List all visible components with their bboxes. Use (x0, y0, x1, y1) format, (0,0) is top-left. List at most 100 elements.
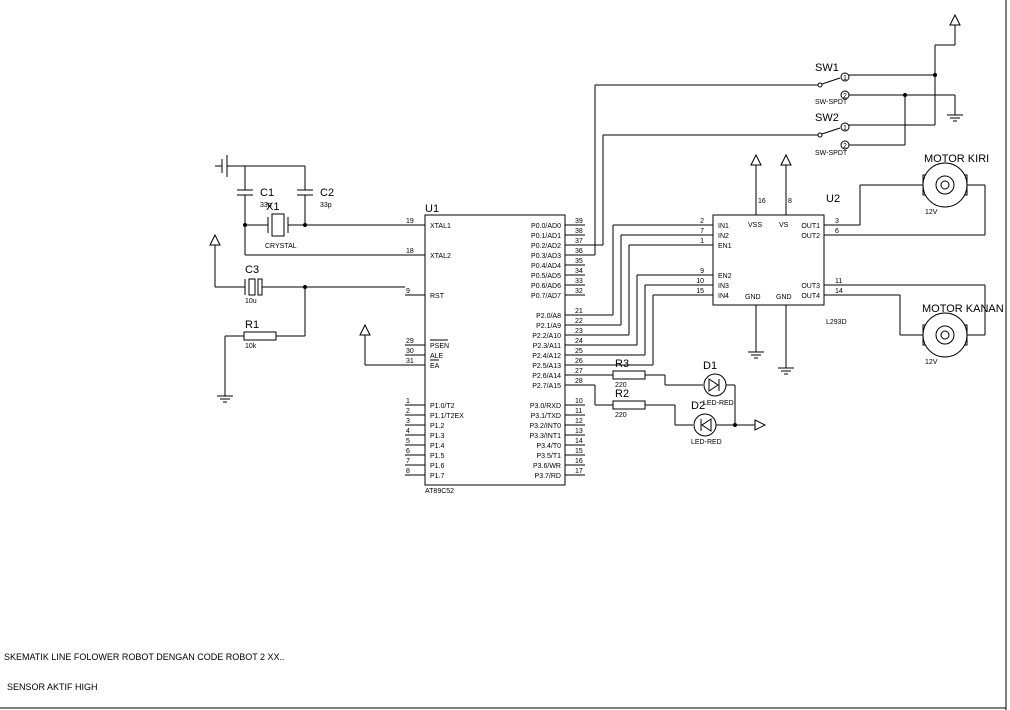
u2-pin-num: 2 (700, 218, 704, 225)
r3-ref: R3 (615, 358, 629, 370)
u1-pin-num: 27 (575, 368, 583, 375)
u1-pin-num: 7 (406, 458, 410, 465)
p2-to-driver-wires (585, 224, 693, 366)
u1-pin-name: RST (430, 293, 445, 300)
u1-pin-name: P1.7 (430, 473, 445, 480)
oscillator-circuit: C1 33p C2 33p X1 CRYSTAL (215, 155, 405, 256)
c1-ref: C1 (260, 187, 274, 199)
u1-pin-num: 33 (575, 278, 583, 285)
u1-left-pins: 19XTAL118XTAL29RST29PSEN30ALE31EA1P1.0/T… (405, 218, 464, 480)
u2-pin-name: IN3 (718, 283, 729, 290)
u1-pin-name: XTAL2 (430, 253, 451, 260)
d1-ref: D1 (703, 360, 717, 372)
sw1-value: SW-SPDT (815, 99, 848, 106)
u1-pin-num: 24 (575, 338, 583, 345)
u2-pin-name: OUT1 (801, 223, 820, 230)
u2-pin-num: 14 (835, 288, 843, 295)
u2-pin-num: 1 (700, 238, 704, 245)
u1-pin-name: P2.2/A10 (532, 333, 561, 340)
u1-pin-num: 39 (575, 218, 583, 225)
u1-right-pins: 39P0.0/AD038P0.1/AD137P0.2/AD236P0.3/AD3… (529, 218, 585, 480)
u2-pin-num: 6 (835, 228, 839, 235)
power-arrow-icon (780, 153, 792, 166)
led-circuit: R3 220 D1 LED-RED R2 220 D2 LED-RED (585, 358, 767, 446)
ground-icon (778, 367, 794, 375)
u2-pin-name: IN2 (718, 233, 729, 240)
motor-icon (922, 312, 968, 358)
u1-pin-num: 35 (575, 258, 583, 265)
u1-pin-name: P1.6 (430, 463, 445, 470)
svg-text:1: 1 (843, 75, 847, 82)
u1-pin-num: 25 (575, 348, 583, 355)
u2-pin-name: OUT3 (801, 283, 820, 290)
u1-pin-num: 28 (575, 378, 583, 385)
u1-pin-num: 17 (575, 468, 583, 475)
u1-pin-name: ALE (430, 353, 444, 360)
u1-pin-num: 26 (575, 358, 583, 365)
x1-ref: X1 (266, 201, 279, 213)
power-arrow-icon (949, 13, 961, 26)
d1-value: LED-RED (703, 400, 734, 407)
u1-pin-num: 5 (406, 438, 410, 445)
u1-pin-num: 10 (575, 398, 583, 405)
u1-pin-name: P2.4/A12 (532, 353, 561, 360)
u2-part: L293D (826, 319, 847, 326)
u1-pin-num: 2 (406, 408, 410, 415)
switch-circuit: 1 2 SW1 SW-SPDT 1 2 SW2 SW-SPDT (585, 13, 963, 256)
u1-pin-name: P3.7/RD (535, 473, 561, 480)
u1-pin-num: 16 (575, 458, 583, 465)
u1-pin-name: P2.0/A8 (536, 313, 561, 320)
u1-pin-name: EA (430, 363, 440, 370)
u1-pin-num: 12 (575, 418, 583, 425)
sw1-ref: SW1 (815, 62, 839, 74)
u2-pin-name: EN2 (718, 273, 732, 280)
u1-pin-num: 8 (406, 468, 410, 475)
note-sensor: SENSOR AKTIF HIGH (7, 682, 98, 692)
r2-value: 220 (615, 412, 627, 419)
u1-pin-name: PSEN (430, 343, 449, 350)
u1-pin-num: 9 (406, 288, 410, 295)
r1-value: 10k (245, 343, 257, 350)
u2-pin-num: 11 (835, 278, 842, 285)
u1-pin-num: 14 (575, 438, 583, 445)
u1-pin-name: P3.3/INT1 (529, 433, 561, 440)
u1-pin-name: P1.4 (430, 443, 445, 450)
u1-pin-name: P2.6/A14 (532, 373, 561, 380)
u1-pin-name: P0.4/AD4 (531, 263, 561, 270)
u1-pin-name: P1.3 (430, 433, 445, 440)
ground-icon (947, 114, 963, 122)
u1-pin-num: 37 (575, 238, 583, 245)
u1-pin-num: 29 (406, 338, 414, 345)
c3-ref: C3 (245, 264, 259, 276)
motor-kanan: MOTOR KANAN 12V (844, 284, 1004, 366)
u1-pin-name: P3.2/INT0 (529, 423, 561, 430)
u2-pin-num: 10 (696, 278, 704, 285)
u2-pin-name: VSS (748, 222, 762, 229)
c3-value: 10u (245, 298, 257, 305)
u1-ref: U1 (425, 203, 439, 215)
u1-pin-name: P0.1/AD1 (531, 233, 561, 240)
u1-pin-name: P0.2/AD2 (531, 243, 561, 250)
u1-pin-name: P1.1/T2EX (430, 413, 464, 420)
motor-icon (922, 162, 968, 208)
u2-pin-name: EN1 (718, 243, 732, 250)
u1-pin-num: 15 (575, 448, 583, 455)
d2-value: LED-RED (691, 439, 722, 446)
u1-pin-num: 19 (406, 218, 414, 225)
svg-text:2: 2 (843, 93, 847, 100)
u1-pin-num: 11 (575, 408, 582, 415)
d2-ref: D2 (691, 400, 705, 412)
motor-kiri-label: MOTOR KIRI (924, 153, 989, 165)
u2-pin-name: VS (779, 222, 789, 229)
u1-pin-num: 18 (406, 248, 414, 255)
u1-pin-name: P0.6/AD6 (531, 283, 561, 290)
u1-pin-name: P1.5 (430, 453, 445, 460)
u1-pin-num: 23 (575, 328, 583, 335)
u1-pin-name: P3.5/T1 (536, 453, 561, 460)
u1-pin-name: P0.0/AD0 (531, 223, 561, 230)
u1-pin-name: P2.7/A15 (532, 383, 561, 390)
power-arrow-icon (209, 233, 221, 246)
